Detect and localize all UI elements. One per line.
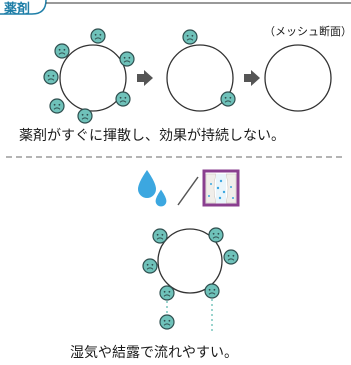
caption-top: 薬剤がすぐに揮散し、効果が持続しない。 bbox=[19, 128, 285, 144]
badge-border bbox=[0, 0, 47, 15]
sad-face-icon bbox=[159, 314, 175, 330]
sad-face-icon bbox=[115, 91, 131, 107]
water-drop-icon bbox=[138, 170, 156, 198]
mesh-circle-3 bbox=[264, 44, 332, 112]
mesh-circle-1 bbox=[59, 44, 127, 112]
sad-face-icon bbox=[77, 108, 93, 124]
sad-face-icon bbox=[204, 283, 220, 299]
caption-bottom: 湿気や結露で流れやすい。 bbox=[70, 345, 238, 361]
mesh-note: （メッシュ断面） bbox=[264, 25, 351, 38]
sad-face-icon bbox=[159, 285, 175, 301]
arrow-right-icon bbox=[244, 70, 260, 86]
sad-face-icon bbox=[119, 51, 135, 67]
mesh-circle-2 bbox=[166, 44, 234, 112]
mesh-circle-bottom bbox=[157, 228, 223, 294]
sad-face-icon bbox=[152, 228, 168, 244]
slash-separator bbox=[177, 176, 199, 206]
badge-label: 薬剤 bbox=[4, 2, 31, 17]
sad-face-icon bbox=[90, 28, 106, 44]
water-drop-icon bbox=[155, 189, 167, 207]
arrow-right-icon bbox=[137, 70, 153, 86]
sad-face-icon bbox=[49, 98, 65, 114]
sad-face-icon bbox=[220, 91, 236, 107]
sad-face-icon bbox=[182, 29, 198, 45]
sad-face-icon bbox=[142, 258, 158, 274]
sad-face-icon bbox=[43, 69, 59, 85]
sad-face-icon bbox=[54, 43, 70, 59]
sad-face-icon bbox=[208, 227, 224, 243]
sad-face-icon bbox=[223, 249, 239, 265]
curtain-window-icon bbox=[202, 169, 240, 207]
